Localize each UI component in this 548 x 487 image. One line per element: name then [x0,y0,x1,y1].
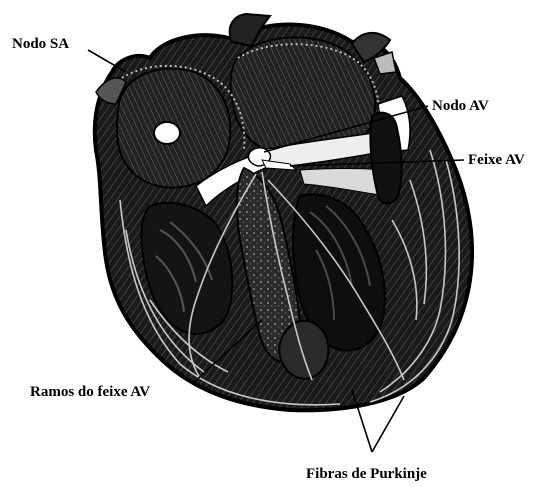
label-av-node: Nodo AV [432,98,489,114]
leader-purkinje-2 [372,396,404,452]
label-sa-node: Nodo SA [12,36,69,52]
atrial-opening [154,122,180,144]
label-purkinje-fibers: Fibras de Purkinje [306,466,427,482]
label-bundle-branches: Ramos do feixe AV [30,384,150,400]
label-av-bundle: Feixe AV [468,152,525,168]
papillary-muscle [279,321,328,379]
